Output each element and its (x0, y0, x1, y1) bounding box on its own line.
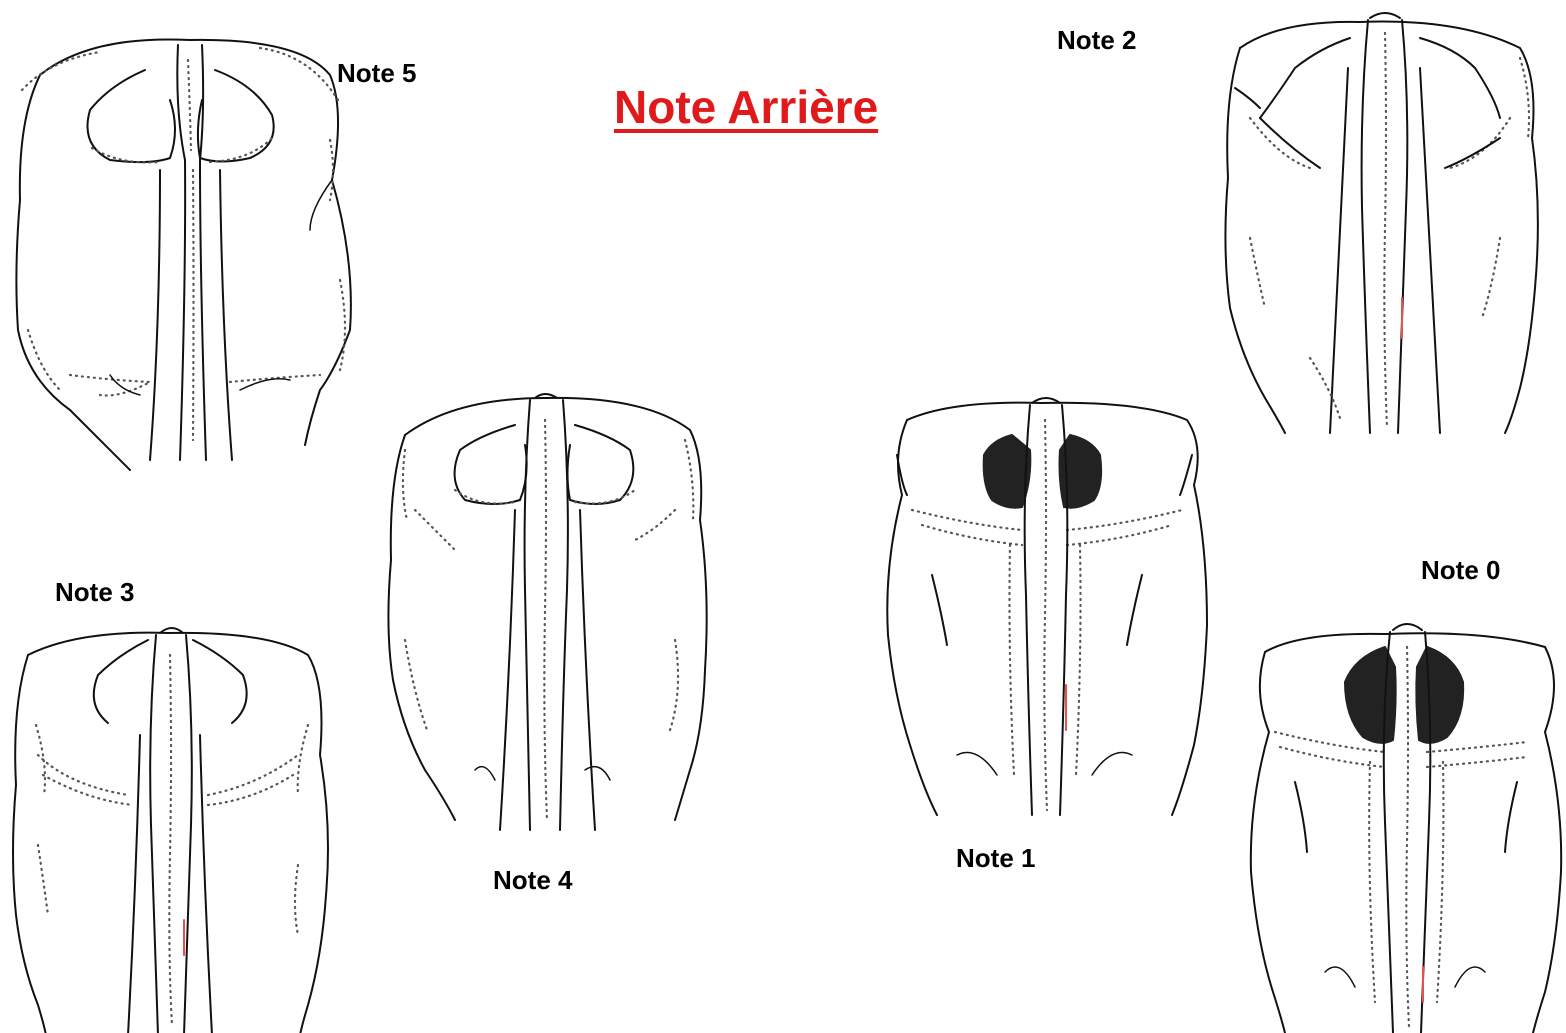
label-note-3: Note 3 (55, 577, 134, 608)
cow-rear-drawing-note-2 (1220, 8, 1540, 438)
cow-rear-drawing-note-0 (1245, 622, 1565, 1033)
cow-rear-drawing-note-3 (8, 625, 338, 1033)
label-note-5: Note 5 (337, 58, 416, 89)
label-note-2: Note 2 (1057, 25, 1136, 56)
cow-rear-drawing-note-5 (10, 30, 360, 470)
label-note-1: Note 1 (956, 843, 1035, 874)
cow-rear-drawing-note-1 (882, 395, 1217, 820)
label-note-4: Note 4 (493, 865, 572, 896)
label-note-0: Note 0 (1421, 555, 1500, 586)
diagram-title: Note Arrière (614, 80, 878, 134)
cow-rear-drawing-note-4 (385, 390, 710, 830)
